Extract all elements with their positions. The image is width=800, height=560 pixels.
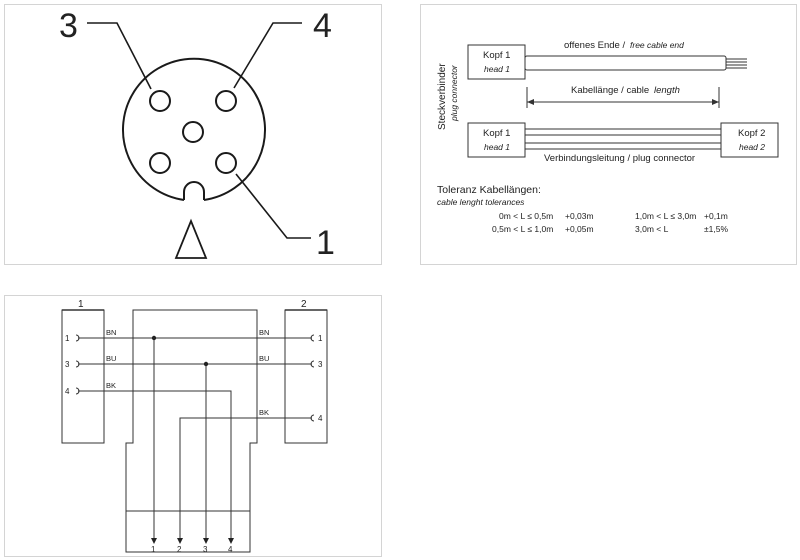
connector-1-label: 1 xyxy=(78,299,84,310)
right-pin-3: 3 xyxy=(318,360,323,369)
bottom-pin-1: 1 xyxy=(151,545,156,554)
pin-1-contact xyxy=(215,152,237,174)
tol-value-3: +0,1m xyxy=(704,211,728,221)
tolerance-title: Toleranz Kabellängen: xyxy=(437,184,541,196)
cable-panel: Steckverbinder plug connector Kopf 1 xyxy=(420,4,797,265)
head2-en: head 2 xyxy=(739,142,765,152)
pin-3-leader xyxy=(87,22,152,90)
left-pin-3: 3 xyxy=(65,360,70,369)
connector-1-box xyxy=(61,309,105,444)
tol-value-4: ±1,5% xyxy=(704,224,728,234)
cable-length-en: length xyxy=(654,85,680,96)
left-color-bk: BK xyxy=(106,381,116,390)
left-color-bn: BN xyxy=(106,328,116,337)
tol-range-1: 0m < L ≤ 0,5m xyxy=(499,211,553,221)
wiring-panel: 1 2 1 3 4 1 3 4 BN BU BK BN BU BK 1 2 3 … xyxy=(4,295,382,557)
tol-value-2: +0,05m xyxy=(565,224,594,234)
right-pin-1: 1 xyxy=(318,334,323,343)
cable-top xyxy=(524,55,727,71)
bottom-pin-3: 3 xyxy=(203,545,208,554)
bottom-pin-4: 4 xyxy=(228,545,233,554)
connector-2-label: 2 xyxy=(301,299,307,310)
tol-range-4: 3,0m < L xyxy=(635,224,669,234)
cable-body xyxy=(125,309,258,553)
bottom-pin-2: 2 xyxy=(177,545,182,554)
head1-bottom-de: Kopf 1 xyxy=(483,128,510,139)
head2-de: Kopf 2 xyxy=(738,128,765,139)
tol-range-2: 0,5m < L ≤ 1,0m xyxy=(492,224,553,234)
open-end-de: offenes Ende / xyxy=(564,40,625,51)
tol-range-3: 1,0m < L ≤ 3,0m xyxy=(635,211,696,221)
pin-1-leader xyxy=(235,173,311,239)
cable-length-de: Kabellänge / cable xyxy=(571,85,649,96)
pin-1-label: 1 xyxy=(316,224,335,262)
plug-connector-label: Verbindungsleitung / plug connector xyxy=(544,153,695,164)
head1-top-de: Kopf 1 xyxy=(483,50,510,61)
head2-box xyxy=(720,122,779,158)
head1-top-en: head 1 xyxy=(484,64,510,74)
right-color-bu: BU xyxy=(259,354,269,363)
pin-3-label: 3 xyxy=(59,7,78,45)
tol-value-1: +0,03m xyxy=(565,211,594,221)
connector-key xyxy=(183,181,205,200)
vertical-label-en: plug connector xyxy=(449,64,459,122)
right-pin-4: 4 xyxy=(318,414,323,423)
left-pin-4: 4 xyxy=(65,387,70,396)
polarity-triangle xyxy=(174,218,208,259)
right-color-bn: BN xyxy=(259,328,269,337)
left-color-bu: BU xyxy=(106,354,116,363)
pinout-panel: 3 4 1 xyxy=(4,4,382,265)
connector-2-box xyxy=(284,309,328,444)
pinout-diagram: 3 4 1 xyxy=(59,7,335,262)
pin-4-label: 4 xyxy=(313,7,332,45)
right-color-bk: BK xyxy=(259,408,269,417)
pin-4-leader xyxy=(233,22,302,89)
cable-diagram: Steckverbinder plug connector Kopf 1 xyxy=(437,40,779,234)
wire-bk-right xyxy=(179,417,312,541)
pin-5-contact xyxy=(182,121,204,143)
connector-outline xyxy=(122,57,266,201)
left-pin-1: 1 xyxy=(65,334,70,343)
pin-3-contact xyxy=(149,90,171,112)
tolerance-subtitle: cable lenght tolerances xyxy=(437,197,525,207)
pin-4-contact xyxy=(215,90,237,112)
head1-bottom-en: head 1 xyxy=(484,142,510,152)
wire-bk-left xyxy=(78,390,232,541)
vertical-label-de: Steckverbinder xyxy=(437,63,448,130)
pin-2-contact xyxy=(149,152,171,174)
open-end-en: free cable end xyxy=(630,40,684,50)
cable-bottom xyxy=(524,128,722,150)
wiring-diagram: 1 2 1 3 4 1 3 4 BN BU BK BN BU BK 1 2 3 … xyxy=(61,299,328,554)
